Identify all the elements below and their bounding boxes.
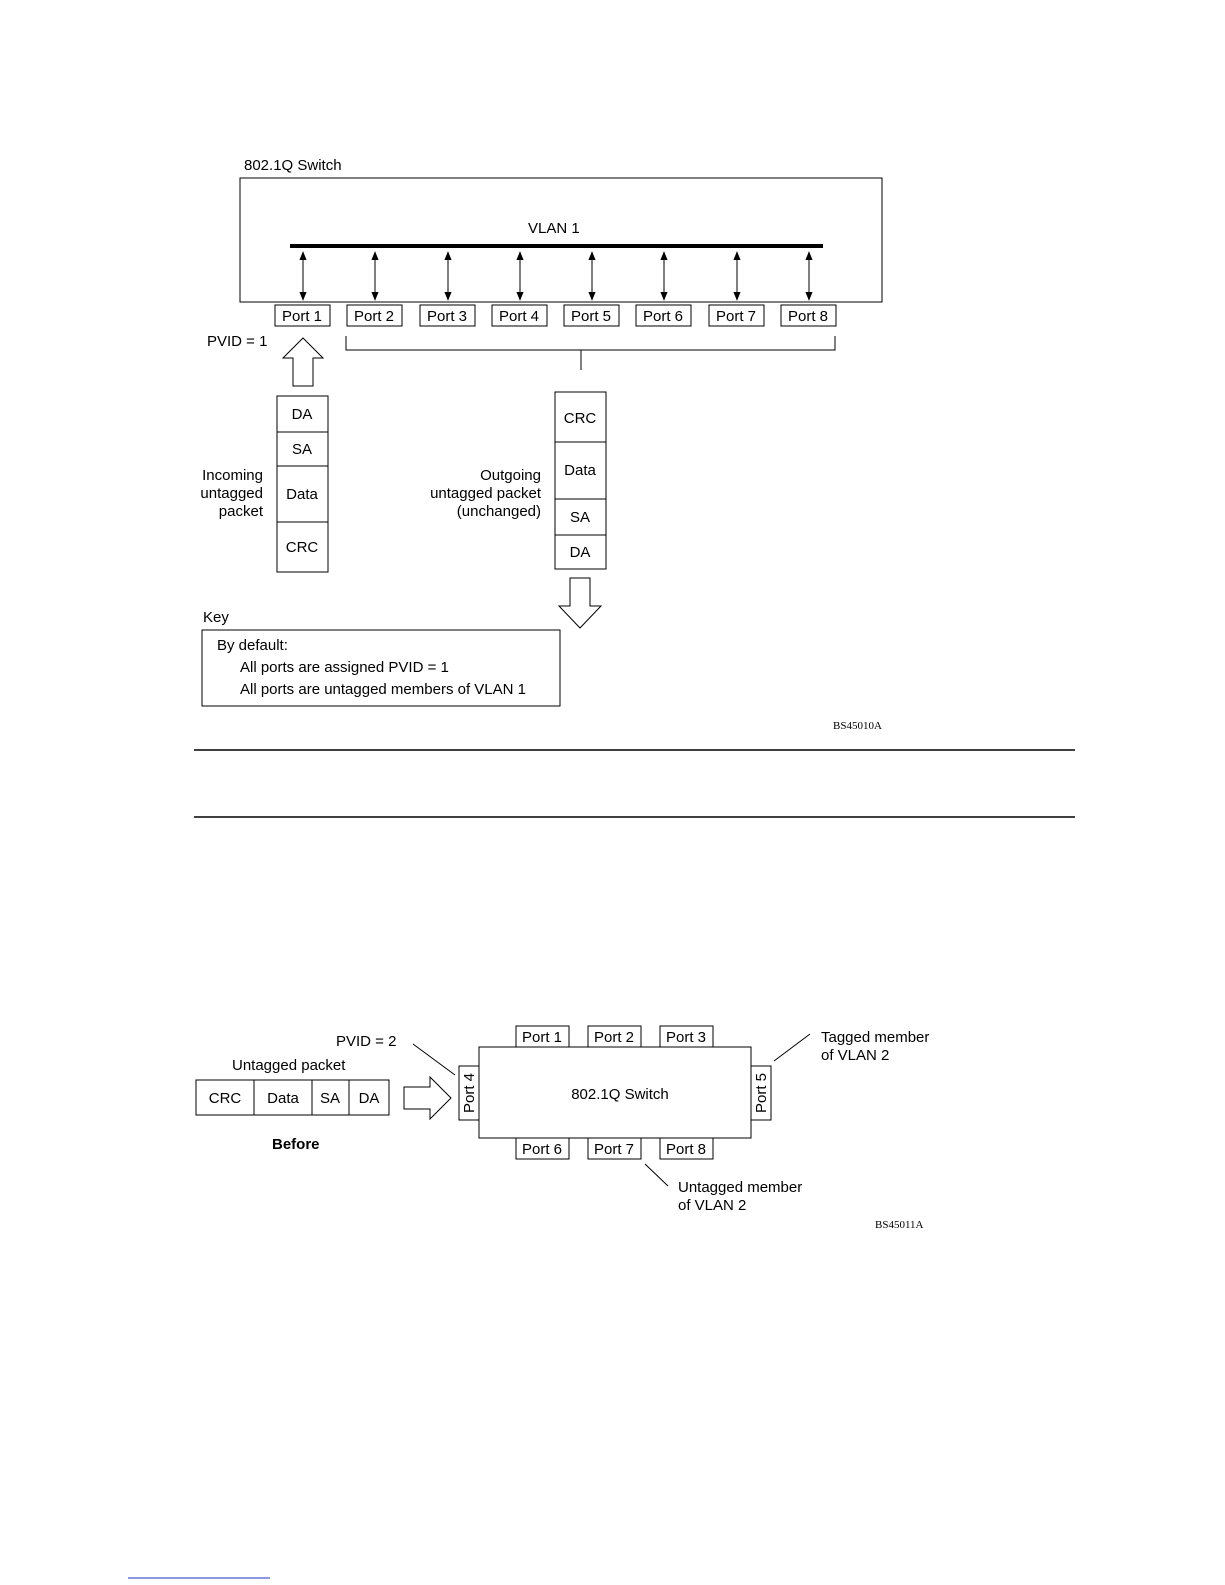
port-box <box>635 304 692 327</box>
inbound-arrow-icon <box>281 337 325 387</box>
packet-field <box>276 521 329 573</box>
packet-field-label: DA <box>570 544 591 561</box>
incoming-packet: DA SA Data CRC <box>276 395 329 573</box>
port-label: Port 3 <box>666 1029 706 1046</box>
port-arrows <box>299 251 813 301</box>
outgoing-label-line: (unchanged) <box>457 503 541 520</box>
port-label: Port 6 <box>522 1141 562 1158</box>
packet-field-label: SA <box>320 1090 340 1107</box>
tagged-label-line: Tagged member <box>821 1029 929 1046</box>
port-box <box>563 304 620 327</box>
key-line: By default: <box>217 637 288 654</box>
packet-field <box>276 395 329 433</box>
port-label: Port 6 <box>643 308 683 325</box>
port-box <box>515 1137 570 1160</box>
packet-field-label: CRC <box>286 539 319 556</box>
packet-field <box>276 431 329 467</box>
packet-field-label: Data <box>267 1090 299 1107</box>
figure-id: BS45011A <box>875 1219 924 1231</box>
key-line: All ports are untagged members of VLAN 1 <box>240 681 526 698</box>
port-label: Port 1 <box>522 1029 562 1046</box>
pvid-leader-line <box>412 1043 456 1076</box>
port-box <box>659 1137 714 1160</box>
port-label: Port 5 <box>571 308 611 325</box>
before-label: Before <box>272 1136 320 1153</box>
port-box <box>750 1065 772 1121</box>
port-box <box>346 304 403 327</box>
port-label: Port 4 <box>499 308 539 325</box>
key-box <box>201 629 561 707</box>
packet-field-label: CRC <box>564 410 597 427</box>
packet-field <box>348 1079 390 1116</box>
port-label: Port 4 <box>461 1073 478 1113</box>
vlan-label: VLAN 1 <box>528 220 580 237</box>
port-label: Port 5 <box>753 1073 770 1113</box>
port-box <box>419 304 476 327</box>
packet-field <box>253 1079 313 1116</box>
packet-field <box>195 1079 255 1116</box>
untagged-packet: CRC Data SA DA <box>195 1079 390 1116</box>
tagged-label-line: of VLAN 2 <box>821 1047 889 1064</box>
outgoing-packet: CRC Data SA DA <box>554 391 607 570</box>
port-label: Port 2 <box>594 1029 634 1046</box>
untagged-label-line: Untagged member <box>678 1179 802 1196</box>
packet-field <box>311 1079 350 1116</box>
packet-field-label: DA <box>292 406 313 423</box>
switch-title: 802.1Q Switch <box>244 157 342 174</box>
switch-body <box>478 1046 752 1139</box>
packet-field <box>554 391 607 443</box>
switch-title: 802.1Q Switch <box>571 1086 669 1103</box>
port-box <box>515 1025 570 1048</box>
packet-field-label: CRC <box>209 1090 242 1107</box>
key-line: All ports are assigned PVID = 1 <box>240 659 449 676</box>
ports-bracket <box>345 336 836 351</box>
port-label: Port 2 <box>354 308 394 325</box>
outbound-arrow-icon <box>557 577 603 629</box>
port-box <box>491 304 548 327</box>
packet-field <box>554 534 607 570</box>
pvid-label: PVID = 2 <box>336 1033 396 1050</box>
port-box <box>587 1137 642 1160</box>
incoming-label-line: packet <box>219 503 264 520</box>
outgoing-label-line: Outgoing <box>480 467 541 484</box>
port-label: Port 7 <box>716 308 756 325</box>
key-title: Key <box>203 609 229 626</box>
port-label: Port 7 <box>594 1141 634 1158</box>
port-box <box>587 1025 642 1048</box>
packet-field-label: Data <box>286 486 318 503</box>
diagram-vlan2-before: Untagged packet CRC Data SA DA Before PV… <box>195 1025 929 1231</box>
packet-field-label: Data <box>564 462 596 479</box>
port-label: Port 3 <box>427 308 467 325</box>
packet-field-label: DA <box>359 1090 380 1107</box>
inbound-arrow-icon <box>403 1075 452 1121</box>
packet-field-label: SA <box>292 441 312 458</box>
tagged-leader-line <box>773 1033 811 1062</box>
untagged-label-line: of VLAN 2 <box>678 1197 746 1214</box>
figure-id: BS45010A <box>833 720 882 732</box>
port-box <box>708 304 765 327</box>
port-label: Port 1 <box>282 308 322 325</box>
port-box <box>458 1065 480 1121</box>
port-row: Port 1 Port 2 Port 3 Port 4 Port 5 Port … <box>274 304 837 327</box>
port-box <box>780 304 837 327</box>
incoming-label-line: Incoming <box>202 467 263 484</box>
packet-field-label: SA <box>570 509 590 526</box>
untagged-leader-line <box>644 1163 669 1187</box>
port-box <box>659 1025 714 1048</box>
outgoing-label-line: untagged packet <box>430 485 542 502</box>
diagram-vlan1-default: 802.1Q Switch VLAN 1 Port 1 Port 2 Port … <box>200 157 883 732</box>
pvid-label: PVID = 1 <box>207 333 267 350</box>
port-box <box>274 304 331 327</box>
port-label: Port 8 <box>788 308 828 325</box>
incoming-label-line: untagged <box>200 485 263 502</box>
switch-body <box>239 177 883 303</box>
packet-title: Untagged packet <box>232 1057 346 1074</box>
port-label: Port 8 <box>666 1141 706 1158</box>
packet-field <box>554 441 607 500</box>
